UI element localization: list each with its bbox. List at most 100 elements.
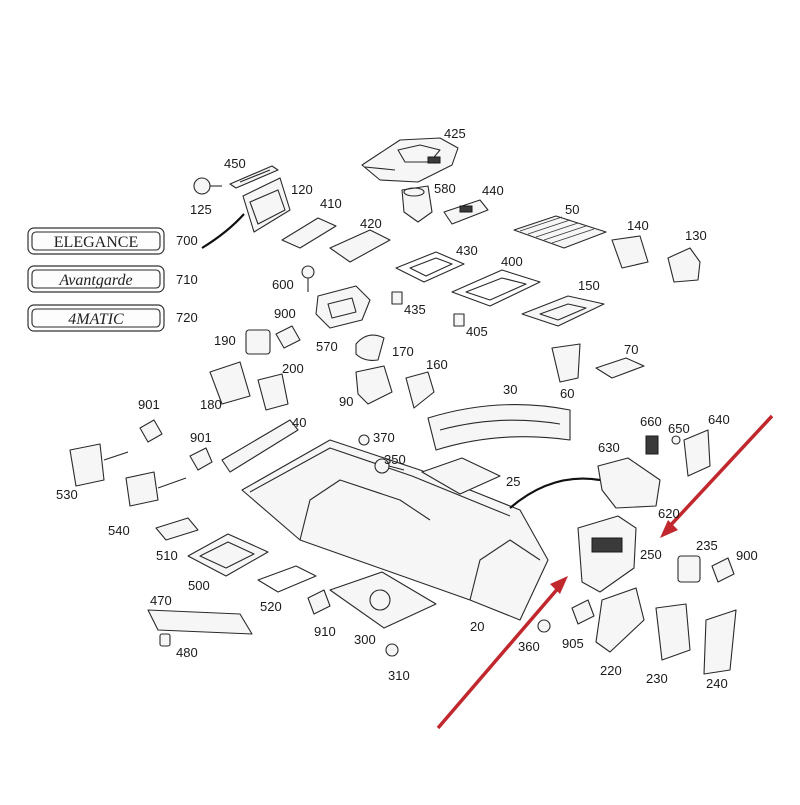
label-630: 630	[598, 440, 620, 455]
part-140	[611, 235, 649, 269]
label-470: 470	[150, 593, 172, 608]
part-20-console	[241, 439, 549, 621]
label-125: 125	[190, 202, 212, 217]
label-905: 905	[562, 636, 584, 651]
label-310: 310	[388, 668, 410, 683]
part-600	[301, 265, 315, 292]
label-25: 25	[506, 474, 520, 489]
label-430: 430	[456, 243, 478, 258]
label-220: 220	[600, 663, 622, 678]
label-640: 640	[708, 412, 730, 427]
part-230	[655, 603, 691, 661]
label-480: 480	[176, 645, 198, 660]
part-190	[245, 329, 271, 355]
label-435: 435	[404, 302, 426, 317]
red-arrow-upper-head	[660, 520, 678, 538]
part-60	[551, 343, 581, 383]
part-520	[257, 565, 317, 593]
label-130: 130	[685, 228, 707, 243]
part-300	[329, 571, 437, 629]
part-440	[443, 199, 489, 225]
part-480	[159, 633, 171, 647]
label-230: 230	[646, 671, 668, 686]
badge-elegance-text: ELEGANCE	[54, 234, 138, 251]
label-40: 40	[292, 415, 306, 430]
part-900-upper	[275, 325, 301, 349]
badge-elegance: ELEGANCE	[27, 227, 165, 255]
part-200	[257, 373, 289, 411]
leader-lines	[201, 213, 601, 509]
label-400: 400	[501, 254, 523, 269]
part-25	[421, 457, 501, 495]
label-540: 540	[108, 523, 130, 538]
part-40	[221, 419, 299, 473]
label-235: 235	[696, 538, 718, 553]
label-240: 240	[706, 676, 728, 691]
label-150: 150	[578, 278, 600, 293]
label-900-right: 900	[736, 548, 758, 563]
part-405	[453, 313, 465, 327]
label-200: 200	[282, 361, 304, 376]
label-720: 720	[176, 310, 198, 325]
leader-250	[509, 477, 601, 509]
part-650	[671, 435, 681, 445]
part-630	[597, 457, 661, 509]
part-530	[69, 443, 129, 487]
label-410: 410	[320, 196, 342, 211]
part-125	[193, 177, 222, 195]
part-170	[355, 334, 385, 361]
label-910: 910	[314, 624, 336, 639]
label-250: 250	[640, 547, 662, 562]
badge-4matic-text: 4MATIC	[68, 311, 124, 328]
part-435	[391, 291, 403, 305]
label-700: 700	[176, 233, 198, 248]
label-170: 170	[392, 344, 414, 359]
red-arrow-lower	[436, 584, 562, 730]
label-180: 180	[200, 397, 222, 412]
part-910	[307, 589, 331, 615]
label-30: 30	[503, 382, 517, 397]
part-310	[385, 643, 399, 657]
label-530: 530	[56, 487, 78, 502]
part-540	[125, 471, 187, 507]
label-140: 140	[627, 218, 649, 233]
part-30	[427, 404, 571, 451]
label-440: 440	[482, 183, 504, 198]
label-50: 50	[565, 202, 579, 217]
badge-4matic: 4MATIC	[27, 304, 165, 332]
part-160	[405, 371, 435, 409]
red-arrows	[436, 414, 774, 730]
part-70	[595, 357, 645, 379]
label-420: 420	[360, 216, 382, 231]
label-160: 160	[426, 357, 448, 372]
part-420	[329, 229, 391, 263]
part-50	[513, 215, 607, 249]
part-450	[229, 165, 279, 189]
label-350: 350	[384, 452, 406, 467]
part-number-labels: 425 450 120 125 580 440 410 420 50 140 1…	[56, 126, 758, 691]
label-500: 500	[188, 578, 210, 593]
part-905	[571, 599, 595, 625]
part-90	[355, 365, 393, 405]
label-650: 650	[668, 421, 690, 436]
label-90: 90	[339, 394, 353, 409]
label-450: 450	[224, 156, 246, 171]
label-901-upper: 901	[138, 397, 160, 412]
label-370: 370	[373, 430, 395, 445]
label-510: 510	[156, 548, 178, 563]
part-250	[577, 515, 637, 593]
part-901-lower	[189, 447, 213, 471]
label-570: 570	[316, 339, 338, 354]
part-370	[358, 434, 370, 446]
badge-avantgarde: Avantgarde	[27, 265, 165, 293]
part-470	[147, 609, 253, 635]
red-arrow-lower-head	[550, 576, 568, 594]
label-20: 20	[470, 619, 484, 634]
part-640	[683, 429, 711, 477]
red-arrow-upper	[666, 414, 774, 530]
part-900-right	[711, 557, 735, 583]
label-120: 120	[291, 182, 313, 197]
label-520: 520	[260, 599, 282, 614]
badge-avantgarde-text: Avantgarde	[58, 272, 132, 289]
